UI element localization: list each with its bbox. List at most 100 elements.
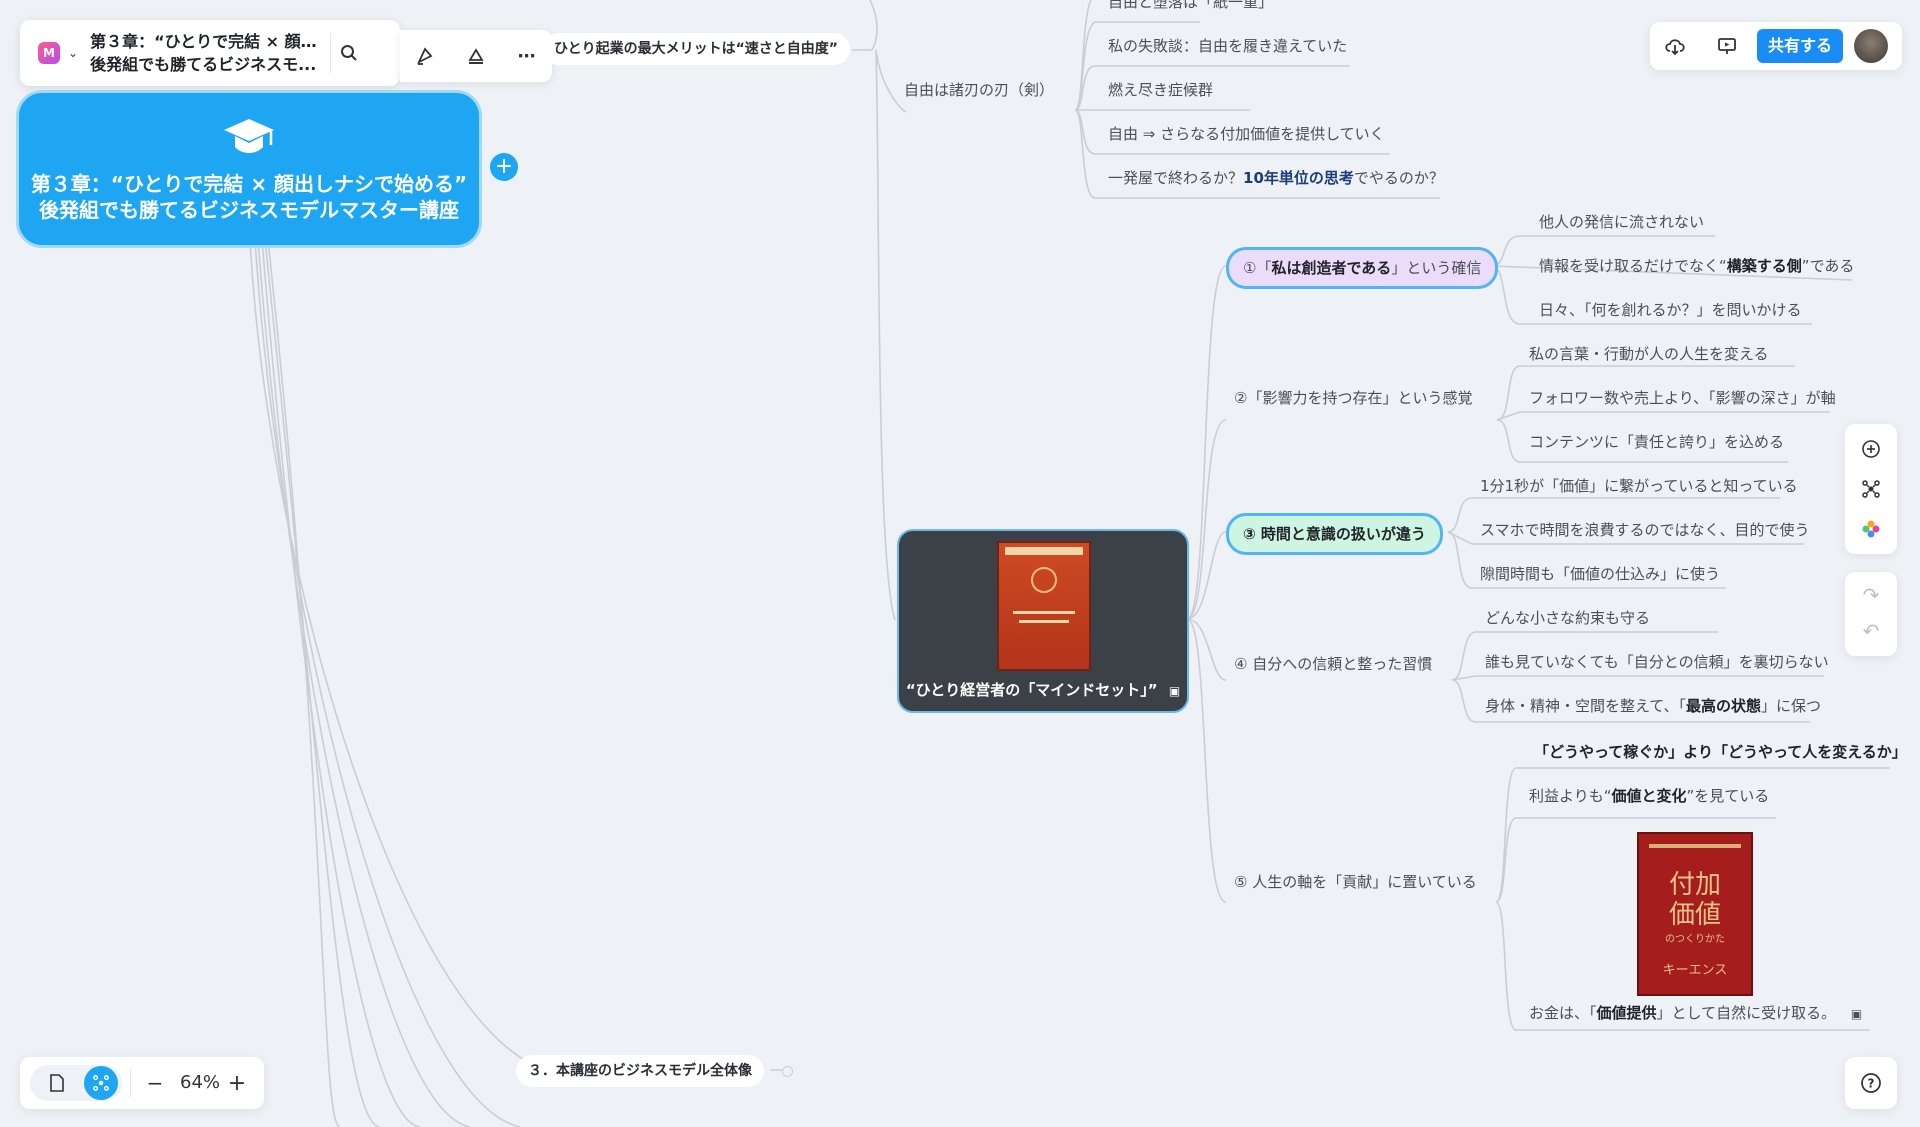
root-topic-line1: 第３章：“ひとりで完結 × 顔出しナシで始める” [30, 172, 468, 196]
topic-business-model-label: ３．本講座のビジネスモデル全体像 [528, 1063, 752, 1079]
freedom-item[interactable]: 自由 ⇒ さらなる付加価値を提供していく [1108, 125, 1385, 143]
subtopic-bold: 価値提供 [1596, 1004, 1657, 1022]
undo-icon[interactable]: ↶ [1862, 619, 1880, 643]
topic-freedom[interactable]: 自由は諸刃の刃（剣） [904, 81, 1055, 99]
avatar[interactable] [1854, 29, 1888, 63]
help-button[interactable]: ? [1845, 1057, 1897, 1109]
chevron-down-icon[interactable]: ⌄ [68, 46, 79, 60]
subtopic[interactable]: 情報を受け取るだけでなく“構築する側”である [1539, 256, 1854, 276]
book-cover-image [997, 541, 1091, 671]
subtopic-bold: 価値と変化 [1611, 787, 1687, 805]
subtopic-bold: 最高の状態 [1686, 697, 1762, 715]
freedom-item-bold: 10年単位の思考 [1243, 169, 1354, 187]
mindmap-view-icon[interactable] [84, 1066, 118, 1100]
toolbar-divider [330, 33, 332, 73]
subtopic-bold: 「どうやって稼ぐか」より「どうやって人を変えるか」 [1534, 743, 1907, 761]
graduation-cap-icon [19, 115, 479, 163]
help-icon: ? [1854, 1066, 1888, 1100]
topic-creator-bold: 私は創造者である [1271, 259, 1392, 277]
document-title[interactable]: 第３章：“ひとりで完結 × 顔出... 後発組でも勝てるビジネスモ... [90, 30, 330, 76]
subtopic[interactable]: お金は、「価値提供」として自然に受け取る。 ▣ [1529, 1003, 1862, 1024]
freedom-item-post: でやるのか？ [1353, 169, 1444, 187]
subtopic[interactable]: 利益よりも“価値と変化”を見ている [1529, 786, 1769, 806]
subtopic[interactable]: 「どうやって稼ぐか」より「どうやって人を変えるか」 [1534, 742, 1907, 762]
zoom-divider [130, 1069, 131, 1097]
center-topic-label: “ひとり経営者の「マインドセット」” ▣ [899, 679, 1187, 700]
center-topic-text: “ひとり経営者の「マインドセット」” [905, 681, 1158, 699]
zoom-in-button[interactable]: + [227, 1070, 247, 1096]
subtopic[interactable]: 私の言葉・行動が人の人生を変える [1529, 345, 1769, 363]
subtopic-post: 」に保つ [1761, 697, 1822, 715]
subtopic[interactable]: どんな小さな約束も守る [1485, 609, 1651, 627]
book-subtitle: のつくりかた [1665, 934, 1725, 945]
more-icon[interactable]: ⋯ [517, 45, 536, 67]
root-topic[interactable]: 第３章：“ひとりで完結 × 顔出しナシで始める” 後発組でも勝てるビジネスモデル… [16, 90, 482, 248]
subtopic-post: ”である [1801, 257, 1855, 275]
book-title-2: 価値 [1668, 900, 1721, 930]
style-toolbar: ⋯ [400, 30, 552, 82]
image-icon: ▣ [1168, 684, 1181, 698]
collapse-dot[interactable] [782, 1066, 793, 1077]
topic-creator-pre: ①「 [1243, 259, 1272, 277]
format-painter-icon[interactable] [407, 38, 443, 74]
freedom-item-ten-year[interactable]: 一発屋で終わるか？10年単位の思考でやるのか？ [1108, 168, 1444, 188]
topic-speed-freedom[interactable]: ひとり起業の最大メリットは“速さと自由度” [542, 33, 850, 65]
zoom-controls: − 64% + [20, 1057, 264, 1109]
subtopic-post: 」として自然に受け取る。 [1656, 1004, 1837, 1022]
right-toolbox [1845, 424, 1897, 554]
book-brand: キーエンス [1662, 963, 1728, 978]
book-title-1: 付加 [1668, 870, 1721, 900]
subtopic[interactable]: 日々、「何を創れるか？」を問いかける [1539, 301, 1802, 319]
zoom-out-button[interactable]: − [146, 1071, 164, 1095]
freedom-item-pre: 一発屋で終わるか？ [1108, 169, 1244, 187]
subtopic-post: ”を見ている [1686, 787, 1770, 805]
freedom-item[interactable]: 燃え尽き症候群 [1108, 81, 1214, 99]
add-topic-button[interactable]: + [490, 153, 518, 181]
topic-speed-freedom-label: ひとり起業の最大メリットは“速さと自由度” [554, 41, 838, 57]
mindmap-structure-icon[interactable] [1854, 472, 1888, 506]
topic-time-awareness[interactable]: ③ 時間と意識の扱いが違う [1226, 513, 1443, 555]
topic-time-label: ③ 時間と意識の扱いが違う [1243, 525, 1426, 543]
subtopic-pre: お金は、「 [1529, 1004, 1597, 1022]
subtopic[interactable]: 身体・精神・空間を整えて、「最高の状態」に保つ [1485, 696, 1821, 716]
subtopic-pre: 利益よりも“ [1529, 787, 1612, 805]
share-button[interactable]: 共有する [1757, 29, 1843, 63]
search-icon[interactable] [331, 35, 367, 71]
document-title-line2: 後発組でも勝てるビジネスモ... [90, 55, 317, 74]
freedom-item[interactable]: 私の失敗談：自由を履き違えていた [1108, 37, 1348, 55]
topic-creator-post: 」という確信 [1391, 259, 1482, 277]
subtopic-bold: 構築する側 [1726, 257, 1802, 275]
history-toolbox: ↷ ↶ [1845, 572, 1897, 656]
freedom-item[interactable]: 自由と堕落は「紙一重」 [1108, 0, 1274, 11]
topic-creator-belief[interactable]: ①「私は創造者である」という確信 [1226, 247, 1499, 289]
root-topic-line2: 後発組でも勝てるビジネスモデルマスター講座 [39, 198, 459, 222]
document-title-line1: 第３章：“ひとりで完結 × 顔出... [90, 32, 331, 51]
subtopic[interactable]: フォロワー数や売上より、「影響の深さ」が軸 [1529, 389, 1836, 407]
image-icon: ▣ [1850, 1007, 1863, 1021]
topic-contribution[interactable]: ⑤ 人生の軸を「貢献」に置いている [1234, 873, 1477, 891]
app-logo[interactable]: M [38, 42, 60, 64]
center-topic-mindset[interactable]: “ひとり経営者の「マインドセット」” ▣ [897, 529, 1189, 713]
cloud-download-icon[interactable] [1658, 29, 1692, 63]
document-view-icon[interactable] [40, 1067, 74, 1099]
subtopic[interactable]: 隙間時間も「価値の仕込み」に使う [1480, 565, 1721, 583]
subtopic[interactable]: 誰も見ていなくても「自分との信頼」を裏切らない [1485, 653, 1829, 671]
topic-business-model-overview[interactable]: ３．本講座のビジネスモデル全体像 [516, 1055, 764, 1087]
top-right-toolbar: 共有する [1650, 22, 1902, 70]
redo-icon[interactable]: ↷ [1862, 583, 1880, 607]
topic-influence[interactable]: ②「影響力を持つ存在」という感覚 [1234, 389, 1473, 407]
highlight-icon[interactable] [458, 38, 494, 74]
topic-self-trust[interactable]: ④ 自分への信頼と整った習慣 [1234, 655, 1433, 673]
present-icon[interactable] [1710, 29, 1744, 63]
add-circle-icon[interactable] [1854, 432, 1888, 466]
subtopic[interactable]: 1分1秒が「価値」に繋がっていると知っている [1480, 477, 1798, 495]
subtopic[interactable]: コンテンツに「責任と誇り」を込める [1529, 433, 1785, 451]
color-theme-icon[interactable] [1854, 512, 1888, 546]
svg-text:?: ? [1868, 1077, 1875, 1091]
value-book-cover-image: 付加 価値 のつくりかた キーエンス [1637, 832, 1753, 996]
subtopic[interactable]: スマホで時間を浪費するのではなく、目的で使う [1480, 521, 1810, 539]
subtopic[interactable]: 他人の発信に流されない [1539, 213, 1705, 231]
document-toolbar: M ⌄ 第３章：“ひとりで完結 × 顔出... 後発組でも勝てるビジネスモ... [20, 20, 400, 86]
